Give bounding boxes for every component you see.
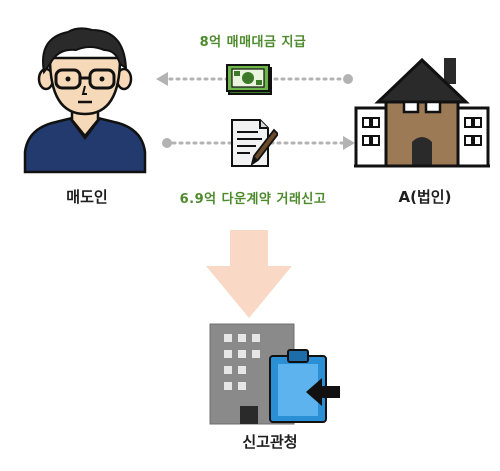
- document-pen-icon: [231, 119, 278, 167]
- buyer-label: A(법인): [398, 188, 452, 206]
- payment-label: 8억 매매대금 지급: [199, 35, 307, 50]
- seller-person-icon: [23, 27, 147, 174]
- down-arrow: [206, 230, 292, 318]
- buyer-house-icon: [354, 57, 490, 168]
- seller-label: 매도인: [66, 188, 108, 206]
- office-label: 신고관청: [242, 433, 298, 451]
- office-building-icon: [209, 323, 340, 425]
- payment-arrow: [156, 72, 353, 86]
- report-label: 6.9억 다운계약 거래신고: [179, 192, 327, 207]
- banknote-icon: [226, 64, 272, 95]
